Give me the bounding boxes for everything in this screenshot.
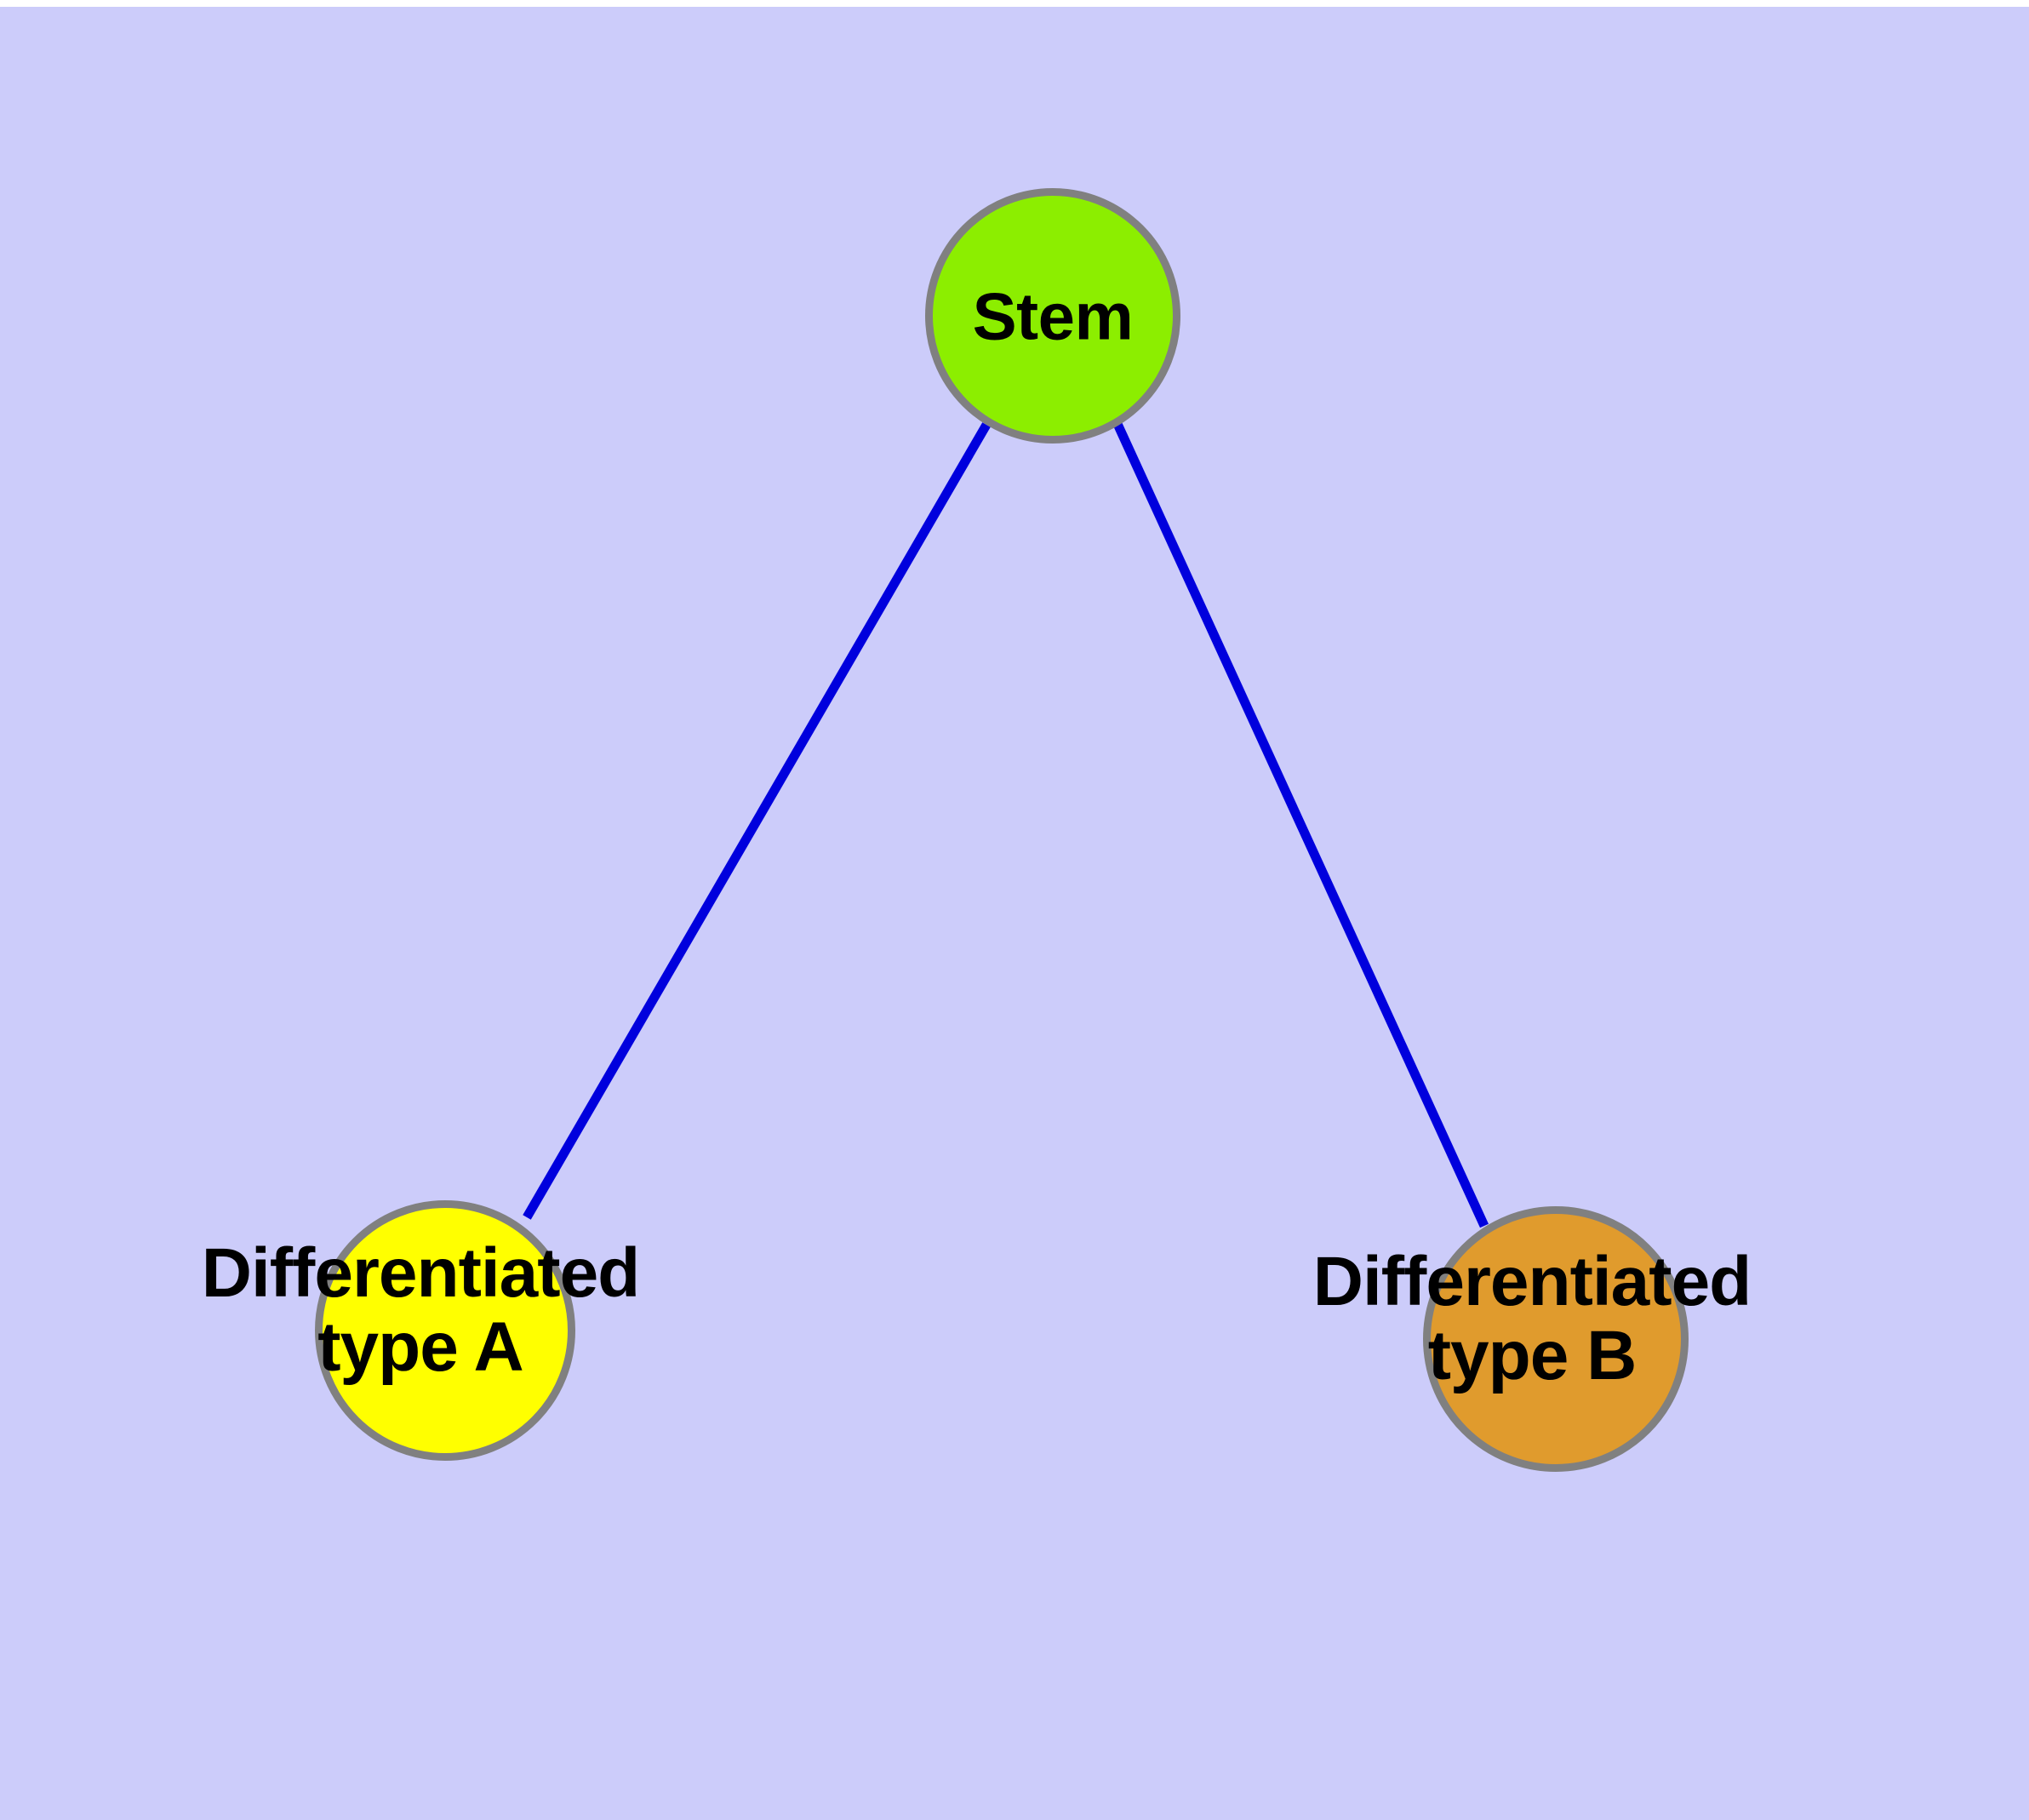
edge-stem-to-differentiated-type-b	[1112, 421, 1489, 1228]
edge-stem-to-differentiated-type-a	[523, 422, 991, 1220]
edge-layer	[523, 421, 1489, 1228]
node-layer	[315, 188, 1689, 1472]
node-stem[interactable]	[925, 188, 1180, 444]
node-differentiated-type-a[interactable]	[315, 1200, 575, 1461]
node-differentiated-type-b[interactable]	[1423, 1206, 1689, 1472]
